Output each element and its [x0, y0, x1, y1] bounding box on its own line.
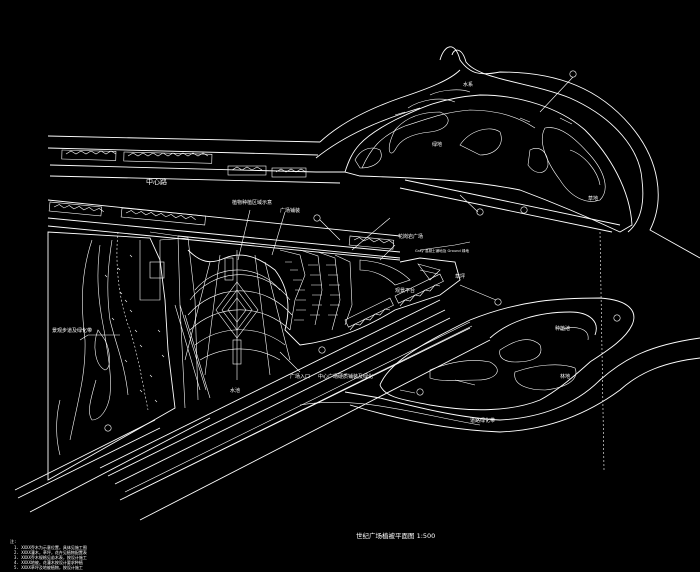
callouts — [79, 70, 621, 432]
notes-heading: 注: — [10, 538, 16, 544]
note-line-5: 5. XXXX草坪及地被植物，按设计施工 — [14, 564, 83, 570]
left-landscape-strip — [47, 231, 199, 481]
upper-right-island — [315, 46, 700, 259]
road-name-label: 中心路 — [146, 177, 167, 186]
island-label-1: 水系 — [463, 81, 473, 88]
callout-label-3: 花岗岩广场 — [398, 233, 423, 240]
middle-road — [47, 199, 401, 261]
island-label-4: 林地 — [560, 373, 570, 380]
callout-label-2: 广场铺装 — [280, 207, 300, 214]
callout-label-9: 道路绿化带 — [470, 417, 495, 424]
left-strip-label: 景观步道及绿化带 — [52, 327, 92, 334]
callout-label-5: 草坪 — [455, 273, 465, 280]
notes-block: 注: 1. XXXX乔木为示意位置，具体见施工图 2. XXXX灌木，草坪，花卉… — [10, 538, 87, 570]
callout-label-7: 广场入口 — [290, 373, 310, 380]
top-road-medians — [61, 149, 307, 178]
diagonal-boulevard — [14, 273, 491, 521]
callout-label-6: 观景平台 — [395, 287, 415, 294]
note-line-1: 1. XXXX乔木为示意位置，具体见施工图 — [14, 544, 87, 550]
note-line-3: 3. XXXX乔木规格见苗木表，按设计施工 — [14, 554, 87, 560]
top-road-upper — [47, 135, 345, 184]
callout-label-10: 种植池 — [555, 325, 570, 332]
note-line-2: 2. XXXX灌木，草坪，花卉见植物配置表 — [14, 549, 87, 555]
callout-label-8: 水池 — [230, 387, 240, 394]
island-label-3: 草地 — [588, 195, 598, 202]
tree-markers — [104, 254, 165, 403]
callout-label-11: 中心广场硬质铺装及绿化 — [318, 373, 373, 380]
lower-right-island — [344, 297, 700, 433]
bottom-road-edge — [299, 402, 481, 426]
labels: 中心路 植物种植区域示意 广场铺装 花岗岩广场 Gray 混凝土铺地及 Grou… — [52, 81, 598, 540]
property-line — [599, 231, 605, 471]
island-label-2: 绿地 — [432, 141, 442, 148]
callout-label-1: 植物种植区域示意 — [232, 199, 272, 206]
callout-label-4: Gray 混凝土铺地及 Ground 绿地 — [415, 248, 469, 253]
drawing-title: 世纪广场植被平面图 1:500 — [356, 531, 435, 540]
note-line-4: 4. XXXX地被，花灌木按设计要求种植 — [14, 559, 83, 565]
central-plaza — [174, 235, 461, 399]
